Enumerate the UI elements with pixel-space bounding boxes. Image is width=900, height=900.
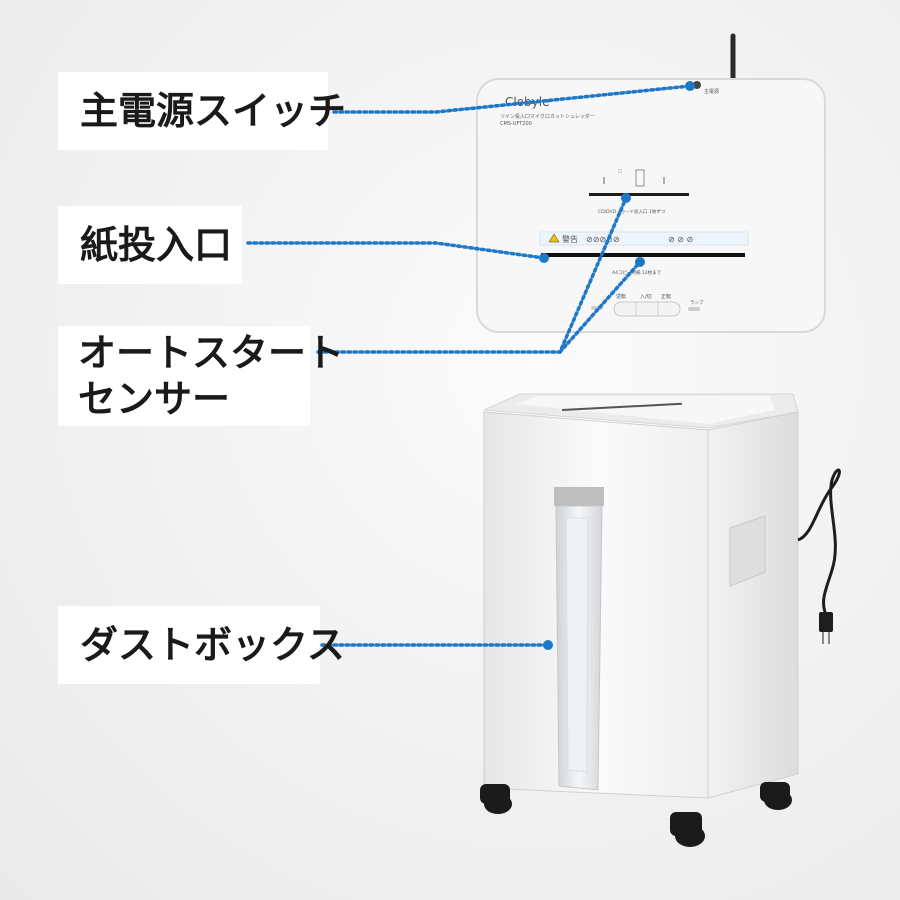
model-text-2: CMS-UFT200 [500,121,532,127]
card-slot [589,193,689,196]
paper-slot-label: 紙投入口 [58,206,242,284]
auto-start-text-1: オートスタート [78,330,345,375]
side-handle [729,515,766,587]
prohibit-icons-2: ⊘ ⊘ ⊘ [668,235,693,244]
card-slot-icon-text: □ [618,168,622,173]
btn-reverse-label: 逆転 [616,293,626,300]
top-panel [476,78,826,333]
auto-start-sensor-label: オートスタート センサー [58,326,345,426]
leader-lines [246,84,692,647]
btn-forward-label: 正転 [661,294,671,300]
lid-inner [515,396,775,424]
indicator-label: ランプ [690,300,704,306]
paper-slot [541,253,745,257]
power-tag-text: 主電源 [704,88,719,95]
paper-note: A4コピー用紙 12枚まで [612,269,662,276]
dust-box-label: ダストボックス [58,606,345,684]
leader-dots [539,81,695,650]
led-right [688,307,700,311]
leader-power [332,84,692,114]
prohibit-icons: ⊘⊘⊘⊘⊘ [586,235,620,244]
shredder-body [480,393,841,847]
warning-title: 警告 [562,234,578,244]
power-plug [819,612,833,632]
card-note: CD/DVD・カード投入口 1枚ずつ [598,208,666,215]
paper-slot-text: 紙投入口 [80,222,233,267]
model-text-1: ツイン投入口マイクロカットシュレッダー [500,113,595,120]
window-top [554,487,604,506]
casters [480,782,792,847]
power-switch-text: 主電源スイッチ [80,88,347,133]
power-cord [797,468,841,616]
power-switch-knob [693,81,701,89]
control-buttons: 逆転 入/切 正転 ランプ [591,293,704,317]
leader-slot [246,241,546,260]
body-side [707,411,799,799]
power-switch-label: 主電源スイッチ [58,72,347,150]
leader-sensor-b [558,260,642,354]
dust-box-text: ダストボックス [80,622,345,667]
warning-icon [548,233,560,243]
top-panel-view: Clobyle ツイン投入口マイクロカットシュレッダー CMS-UFT200 主… [476,33,826,333]
btn-onoff-label: 入/切 [640,293,652,300]
card-guide [635,169,645,187]
auto-start-text-2: センサー [78,377,231,421]
warning-band [539,231,749,246]
